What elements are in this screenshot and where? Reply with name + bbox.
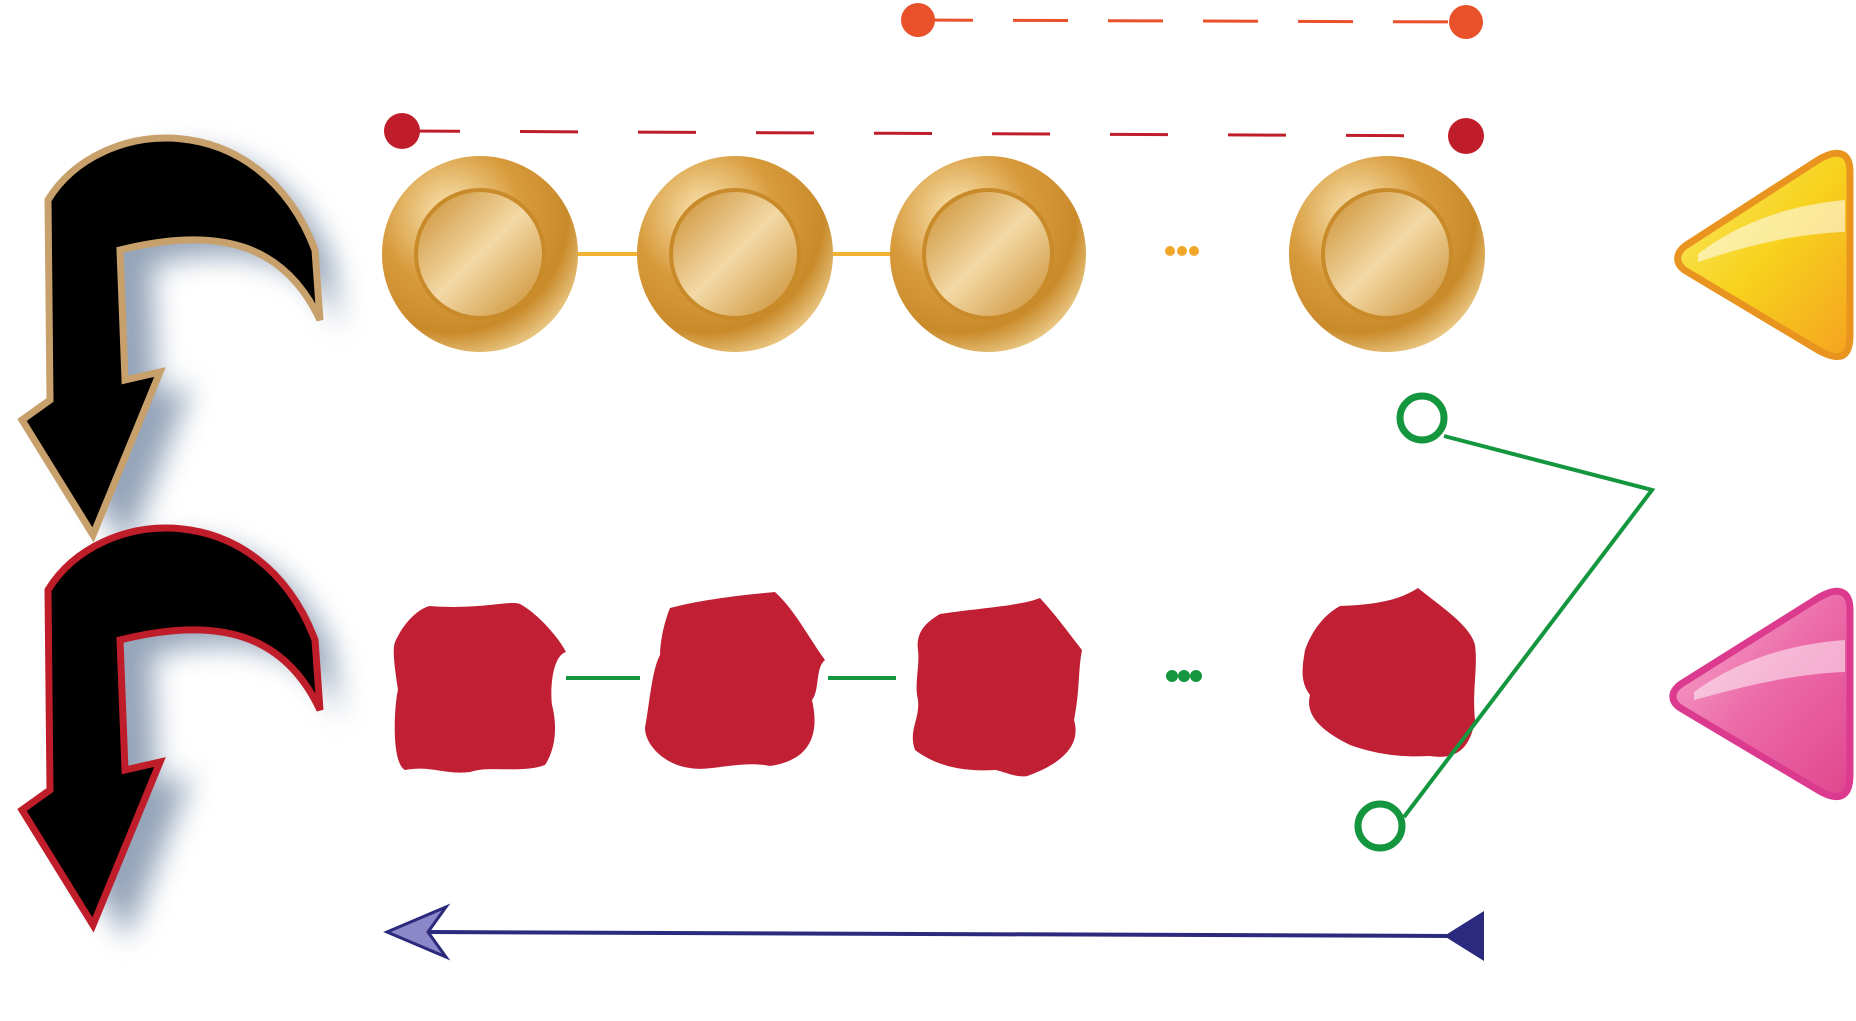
gold-ring-node — [382, 156, 578, 352]
gold-ellipsis — [1165, 246, 1199, 256]
green-endpoint-top — [1396, 392, 1448, 444]
red-node-row — [393, 588, 1476, 777]
orange-endpoint-right — [1449, 5, 1483, 39]
curved-arrow-icon — [17, 134, 342, 550]
red-blob-node — [645, 592, 825, 769]
orange-endpoint-left — [901, 3, 935, 37]
red-blob-node — [1302, 588, 1476, 757]
triangle-left-icon — [1669, 587, 1854, 801]
red-blob-node — [912, 598, 1082, 777]
red-endpoint-right — [1448, 118, 1484, 154]
green-feedback-connector — [1354, 392, 1656, 852]
gold-ring-node — [1289, 156, 1485, 352]
gold-ring-node — [890, 156, 1086, 352]
red-dashed-connector — [384, 113, 1484, 154]
arrow-left-icon — [383, 903, 1484, 961]
curved-arrow-icon — [17, 524, 342, 940]
red-endpoint-left — [384, 113, 420, 149]
red-blob-node — [393, 603, 566, 773]
gold-node-row — [382, 156, 1485, 352]
green-ellipsis — [1166, 670, 1202, 682]
green-endpoint-bottom — [1354, 800, 1406, 852]
triangle-left-icon — [1674, 149, 1854, 361]
orange-dashed-connector — [901, 3, 1483, 39]
gold-ring-node — [637, 156, 833, 352]
